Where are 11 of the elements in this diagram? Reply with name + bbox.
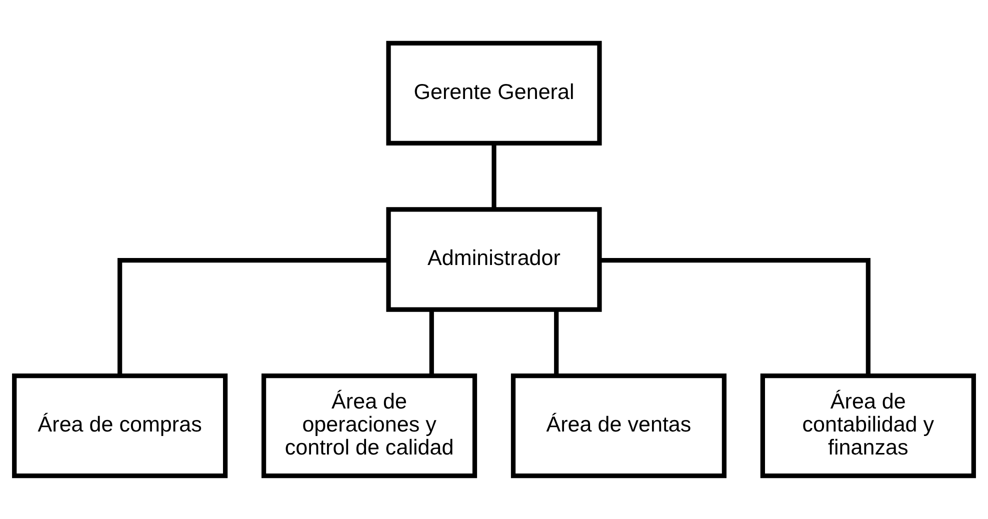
connector: [554, 310, 559, 376]
node-box: Área de compras: [12, 373, 228, 478]
node-box: Gerente General: [386, 40, 602, 146]
node-box: Área de ventas: [510, 373, 726, 478]
node-box: Administrador: [386, 207, 602, 312]
connector: [492, 144, 496, 210]
node-box: Área de operaciones y control de calidad: [262, 373, 478, 478]
connector: [118, 258, 388, 376]
node-box: Área de contabilidad y finanzas: [760, 373, 976, 478]
connector: [429, 310, 434, 376]
connector: [600, 258, 870, 376]
